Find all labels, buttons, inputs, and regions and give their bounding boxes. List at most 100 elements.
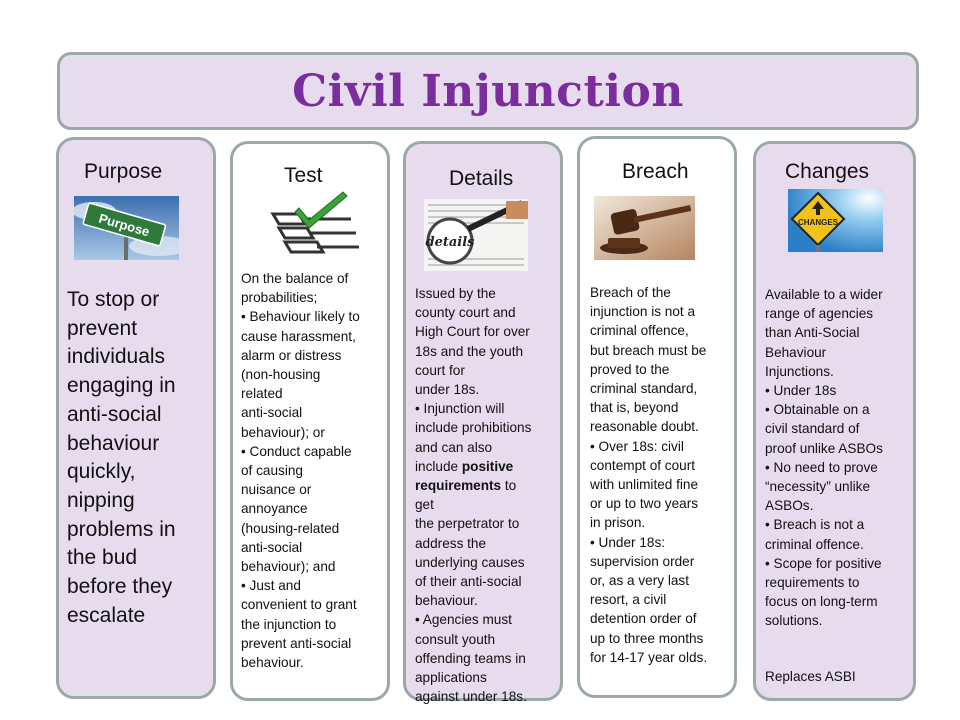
breach-text-line: up to three months bbox=[590, 630, 704, 646]
test-text-line: behaviour. bbox=[241, 655, 304, 671]
details-text-line: • Agencies must bbox=[415, 612, 512, 628]
breach-text-line: contempt of court bbox=[590, 457, 696, 473]
details-text-line: against under 18s. bbox=[415, 689, 527, 705]
test-text-line: anti-social bbox=[241, 539, 303, 555]
purpose-text-line: quickly, bbox=[67, 460, 136, 484]
details-text-line: • Injunction will bbox=[415, 401, 505, 417]
changes-text-line: focus on long-term bbox=[765, 594, 878, 610]
details-text-line: consult youth bbox=[415, 631, 496, 647]
purpose-text-line: problems in bbox=[67, 517, 176, 541]
test-text-line: behaviour); and bbox=[241, 559, 336, 575]
changes-text-line: requirements to bbox=[765, 575, 860, 591]
details-text-line: underlying causes bbox=[415, 554, 525, 570]
breach-text-line: reasonable doubt. bbox=[590, 419, 699, 435]
gavel-image bbox=[594, 196, 695, 260]
changes-text-line: Available to a wider bbox=[765, 287, 883, 302]
purpose-text-line: individuals bbox=[67, 345, 166, 369]
changes-text-line: • Scope for positive bbox=[765, 555, 882, 571]
changes-text-line: range of agencies bbox=[765, 306, 874, 322]
page-title: Civil Injunction bbox=[292, 65, 684, 117]
details-text-line: 18s and the youth bbox=[415, 343, 524, 359]
changes-text-line: • Obtainable on a bbox=[765, 402, 870, 418]
changes-card: Changes CHANGES Available to a wider rang… bbox=[753, 141, 916, 701]
breach-text-line: or up to two years bbox=[590, 496, 699, 512]
test-text-line: convenient to grant bbox=[241, 597, 357, 613]
svg-text:CHANGES: CHANGES bbox=[798, 218, 839, 227]
changes-text-line: criminal offence. bbox=[765, 536, 864, 552]
breach-text-line: with unlimited fine bbox=[590, 477, 699, 493]
details-text-line: High Court for over bbox=[415, 324, 530, 340]
breach-text-line: that is, beyond bbox=[590, 400, 679, 416]
details-text-line: of their anti-social bbox=[415, 574, 522, 590]
changes-text-line: civil standard of bbox=[765, 421, 860, 437]
purpose-text-line: prevent bbox=[67, 316, 138, 340]
breach-text-line: detention order of bbox=[590, 611, 697, 627]
details-text-line: county court and bbox=[415, 305, 516, 321]
breach-heading: Breach bbox=[622, 160, 689, 183]
breach-text-line: injunction is not a bbox=[590, 304, 696, 320]
breach-text-line: proved to the bbox=[590, 361, 670, 377]
test-text-line: • Just and bbox=[241, 578, 301, 594]
test-text-line: of causing bbox=[241, 463, 303, 479]
breach-text-line: • Over 18s: civil bbox=[590, 438, 684, 454]
changes-text-line: • No need to prove bbox=[765, 459, 878, 475]
details-text-line: court for bbox=[415, 362, 465, 378]
purpose-sign-image: Purpose bbox=[74, 196, 179, 260]
purpose-heading: Purpose bbox=[84, 160, 163, 183]
breach-text-line: or, as a very last bbox=[590, 573, 689, 589]
test-text-line: anti-social bbox=[241, 405, 303, 421]
details-text-line: address the bbox=[415, 535, 487, 551]
changes-text-line: than Anti-Social bbox=[765, 325, 860, 341]
details-text-line: Issued by the bbox=[415, 286, 496, 301]
breach-text-line: • Under 18s: bbox=[590, 534, 666, 550]
details-text-line: the perpetrator to bbox=[415, 516, 520, 532]
changes-text: Available to a wider range of agencies tha… bbox=[765, 285, 883, 631]
test-text-line: (housing-related bbox=[241, 520, 340, 536]
purpose-text-line: To stop or bbox=[67, 288, 160, 311]
details-magnifier-image: details bbox=[424, 199, 528, 271]
changes-text-line: • Under 18s bbox=[765, 383, 837, 399]
breach-text-line: in prison. bbox=[590, 515, 646, 531]
test-text-line: the injunction to bbox=[241, 616, 337, 632]
purpose-text-line: behaviour bbox=[67, 431, 160, 455]
purpose-card: Purpose Purpose To stop or prevent individ… bbox=[56, 137, 216, 699]
details-text-line: and can also bbox=[415, 439, 493, 455]
test-text-line: related bbox=[241, 386, 283, 402]
test-text-line: alarm or distress bbox=[241, 347, 342, 363]
changes-text-line: solutions. bbox=[765, 613, 823, 629]
test-text-line: • Conduct capable bbox=[241, 443, 352, 459]
changes-sign-image: CHANGES bbox=[788, 189, 883, 252]
test-text-line: nuisance or bbox=[241, 482, 312, 498]
breach-card: Breach Breach of the injunction is not a c… bbox=[577, 136, 737, 698]
changes-text-line: • Breach is not a bbox=[765, 517, 865, 533]
breach-text: Breach of the injunction is not a criminal… bbox=[590, 283, 707, 667]
breach-text-line: supervision order bbox=[590, 553, 695, 569]
purpose-text-line: escalate bbox=[67, 603, 146, 627]
changes-text-line: “necessity” unlike bbox=[765, 479, 871, 495]
breach-text-line: criminal standard, bbox=[590, 381, 698, 397]
test-text-line: prevent anti-social bbox=[241, 635, 352, 651]
details-text-line: get bbox=[415, 497, 434, 513]
breach-text-line: Breach of the bbox=[590, 285, 671, 300]
details-text-line: include prohibitions bbox=[415, 420, 532, 436]
details-text-line: applications bbox=[415, 670, 487, 686]
purpose-text-line: the bud bbox=[67, 546, 138, 570]
test-heading: Test bbox=[284, 164, 323, 187]
details-card: Details details Issued by the county cour… bbox=[403, 141, 563, 704]
details-heading: Details bbox=[449, 167, 514, 190]
purpose-text-line: engaging in bbox=[67, 374, 176, 398]
checklist-image bbox=[251, 190, 364, 258]
purpose-text-line: before they bbox=[67, 575, 173, 599]
changes-footer-note: Replaces ASBI bbox=[765, 669, 856, 684]
changes-heading: Changes bbox=[785, 160, 870, 183]
svg-text:details: details bbox=[426, 235, 476, 250]
test-text-line: probabilities; bbox=[241, 290, 318, 306]
test-text-line: behaviour); or bbox=[241, 424, 325, 440]
test-text-line: (non-housing bbox=[241, 367, 321, 383]
breach-text-line: but breach must be bbox=[590, 342, 707, 358]
test-text-line: cause harassment, bbox=[241, 328, 356, 344]
test-text-line: On the balance of bbox=[241, 271, 349, 286]
purpose-text-line: anti-social bbox=[67, 402, 162, 426]
